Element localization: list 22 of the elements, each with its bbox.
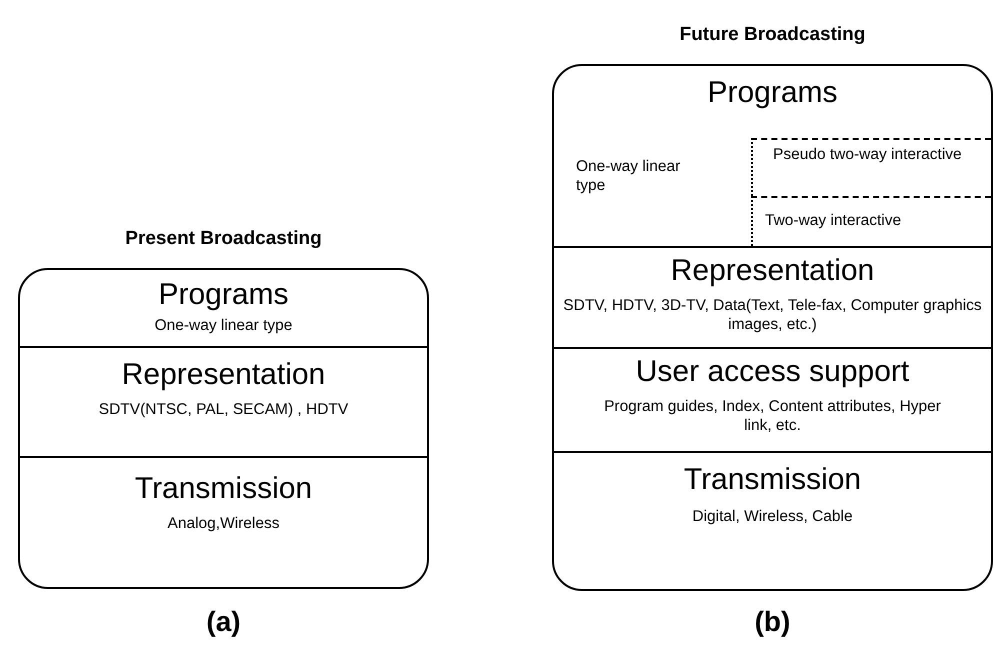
region-label: One-way linear type <box>576 158 682 196</box>
layer-title: Representation <box>670 254 876 288</box>
layer-title: Programs <box>706 76 839 110</box>
layer-title: Transmission <box>134 472 314 506</box>
layer-title: Programs <box>157 278 290 312</box>
panel-title: Future Broadcasting <box>678 24 866 46</box>
layer-description: SDTV, HDTV, 3D-TV, Data(Text, Tele-fax, Computer graphics images, etc.) <box>562 296 983 335</box>
layer-description: One-way linear type <box>154 316 294 336</box>
dashed-region <box>751 138 991 196</box>
layer-description: Digital, Wireless, Cable <box>691 507 854 526</box>
panel-caption: (b) <box>754 606 792 638</box>
dashed-region <box>751 196 991 246</box>
layer-title: Transmission <box>682 463 862 497</box>
layer-description: Analog,Wireless <box>166 514 280 534</box>
region-label: Two-way interactive <box>765 212 902 231</box>
layer-description: Program guides, Index, Content attributes, Hyper link, etc. <box>603 397 942 436</box>
panel-title: Present Broadcasting <box>124 228 323 250</box>
layer-title: Representation <box>120 358 326 392</box>
layer-description: SDTV(NTSC, PAL, SECAM) , HDTV <box>98 400 350 420</box>
panel-caption: (a) <box>205 606 242 638</box>
layer-title: User access support <box>634 355 910 389</box>
region-label: Pseudo two-way interactive <box>773 146 963 165</box>
